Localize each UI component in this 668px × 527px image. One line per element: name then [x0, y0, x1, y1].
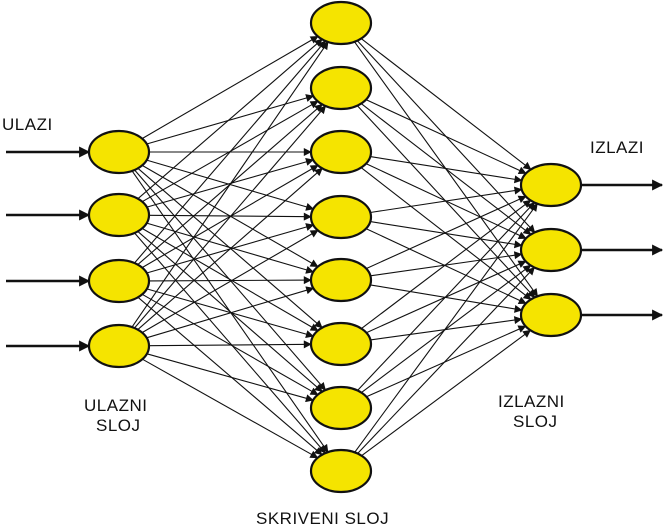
- hidden-output-connection-6-1: [361, 199, 532, 330]
- connections: [131, 35, 538, 459]
- hidden-output-connection-7-3: [366, 325, 527, 398]
- hidden-output-connection-7-2: [361, 264, 532, 394]
- hidden-output-connection-3-1: [370, 156, 523, 184]
- input-hidden-connection-2-5: [146, 222, 315, 274]
- input-hidden-connection-2-8: [134, 232, 326, 454]
- hidden-output-connection-7-1: [357, 201, 536, 391]
- hidden-output-connection-5-1: [365, 195, 527, 270]
- input-layer-label-line1: ULAZNI: [84, 396, 147, 415]
- input-neuron-1: [87, 129, 151, 175]
- output-neuron-2: [519, 227, 583, 273]
- input-hidden-connection-4-7: [146, 353, 314, 403]
- hidden-neuron-6: [309, 321, 373, 367]
- input-neuron-2: [87, 192, 151, 238]
- hidden-output-connection-1-1: [360, 38, 532, 170]
- input-hidden-connection-1-2: [146, 94, 315, 145]
- hidden-output-connection-8-3: [361, 329, 532, 457]
- input-hidden-connection-4-8: [142, 358, 319, 459]
- hidden-neuron-4: [309, 194, 373, 240]
- inputs-label: ULAZI: [2, 115, 53, 134]
- input-hidden-connection-2-1: [137, 38, 323, 200]
- input-hidden-connection-4-3: [137, 167, 323, 331]
- input-hidden-connection-2-6: [141, 227, 319, 332]
- input-hidden-connection-4-5: [146, 286, 315, 339]
- input-neuron-4: [87, 323, 151, 369]
- output-neuron-1: [519, 162, 583, 208]
- input-hidden-connection-3-5: [148, 276, 312, 285]
- neurons: [87, 0, 583, 494]
- input-hidden-connection-1-1: [141, 35, 319, 140]
- io-arrows: [6, 146, 664, 352]
- hidden-neuron-3: [309, 129, 373, 175]
- output-layer-label-line2: SLOJ: [513, 412, 558, 431]
- input-hidden-connection-4-1: [131, 41, 329, 328]
- hidden-neuron-8: [309, 448, 373, 494]
- input-hidden-connection-4-2: [134, 105, 327, 329]
- input-neuron-3: [87, 258, 151, 304]
- outputs-label: IZLAZI: [590, 138, 644, 157]
- hidden-layer-label: SKRIVENI SLOJ: [256, 509, 389, 527]
- hidden-output-connection-4-3: [365, 228, 527, 304]
- hidden-output-connection-2-1: [365, 99, 527, 175]
- output-neuron-3: [519, 292, 583, 338]
- input-hidden-connection-4-6: [148, 340, 312, 349]
- input-hidden-connection-3-8: [137, 296, 323, 456]
- hidden-neuron-2: [309, 65, 373, 111]
- hidden-neuron-5: [309, 257, 373, 303]
- hidden-neuron-1: [309, 0, 373, 46]
- input-hidden-connection-4-4: [141, 229, 319, 334]
- output-layer-label-line1: IZLAZNI: [498, 392, 565, 411]
- hidden-output-connection-8-1: [354, 203, 538, 453]
- hidden-output-connection-8-2: [357, 266, 535, 454]
- hidden-output-connection-4-2: [370, 221, 523, 249]
- input-hidden-connection-2-7: [137, 230, 323, 393]
- hidden-neuron-7: [309, 385, 373, 431]
- hidden-output-connection-4-1: [370, 186, 523, 214]
- input-hidden-connection-2-3: [146, 158, 314, 208]
- input-layer-label-line2: SLOJ: [96, 416, 141, 435]
- input-hidden-connection-3-1: [134, 40, 327, 264]
